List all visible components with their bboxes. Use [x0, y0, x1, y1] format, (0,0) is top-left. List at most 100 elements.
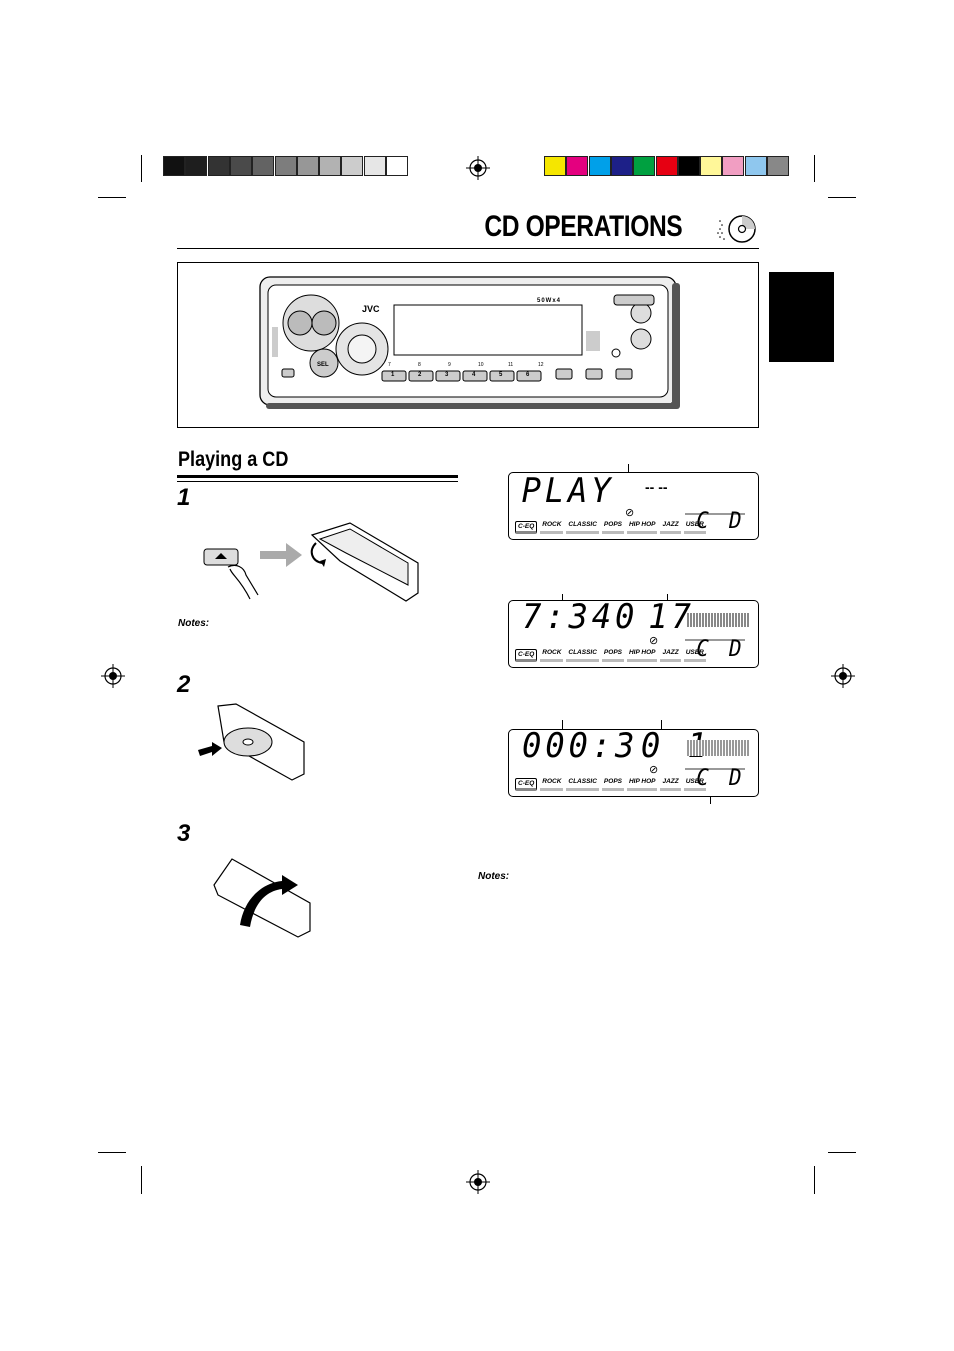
- gray-swatch: [296, 156, 319, 176]
- preset-mark-label: 9: [448, 362, 451, 368]
- eq-label: USER: [683, 521, 706, 534]
- color-swatch: [566, 156, 589, 176]
- preset-button-label: 2: [418, 372, 422, 378]
- notes-label-right: Notes:: [478, 871, 510, 882]
- color-swatch: [655, 156, 678, 176]
- gray-swatch: [363, 156, 386, 176]
- gray-swatch: [341, 156, 364, 176]
- gray-swatch: [274, 156, 297, 176]
- eq-label: HIP HOP: [626, 521, 658, 534]
- eq-label: JAZZ: [660, 778, 681, 791]
- notes-label-left: Notes:: [178, 618, 210, 629]
- eq-label: POPS: [601, 521, 624, 534]
- lcd-source-text: C D: [696, 766, 746, 791]
- preset-mark-label: 8: [418, 362, 421, 368]
- lcd-source-text: C D: [696, 637, 746, 662]
- language-tab: [769, 272, 834, 362]
- preset-mark-label: 7: [388, 362, 391, 368]
- eq-label: C-EQ: [515, 521, 538, 534]
- step-number-1: 1: [177, 484, 191, 511]
- eq-label: C-EQ: [515, 778, 538, 791]
- lcd-main-text: 7:340: [522, 597, 639, 637]
- eq-label: CLASSIC: [566, 649, 599, 662]
- preset-button-label: 1: [391, 372, 395, 378]
- eq-label: HIP HOP: [626, 778, 658, 791]
- eq-label: POPS: [601, 778, 624, 791]
- step-number-3: 3: [177, 820, 191, 847]
- eject-button-illustration: [203, 522, 419, 602]
- callout-line-3a: [562, 720, 563, 734]
- eq-label: CLASSIC: [566, 521, 599, 534]
- eq-label: JAZZ: [660, 649, 681, 662]
- eq-label: C-EQ: [515, 649, 538, 662]
- eq-label: CLASSIC: [566, 778, 599, 791]
- callout-line-3b: [661, 720, 662, 734]
- gray-swatch: [163, 156, 185, 176]
- disc-indicator-icon: ⊘: [649, 764, 659, 776]
- eq-label: ROCK: [540, 649, 564, 662]
- level-meter: [687, 740, 749, 756]
- eq-label: HIP HOP: [626, 649, 658, 662]
- color-swatch: [544, 156, 566, 176]
- registration-target-right: [831, 664, 855, 688]
- page-title: CD OPERATIONS: [484, 210, 682, 243]
- color-swatch: [722, 156, 745, 176]
- radio-power-label: 50Wx4: [537, 298, 562, 304]
- cd-disc-icon: [717, 215, 756, 243]
- color-swatch: [700, 156, 723, 176]
- color-swatch: [610, 156, 633, 176]
- preset-button-label: 4: [472, 372, 476, 378]
- registration-target-top: [466, 156, 490, 180]
- preset-button-label: 3: [445, 372, 449, 378]
- section-rule-thin: [177, 481, 458, 482]
- callout-line-3c: [710, 790, 711, 804]
- lcd-main-text: PLAY: [521, 471, 615, 511]
- step-number-2: 2: [177, 671, 191, 698]
- close-panel-illustration: [213, 858, 311, 938]
- color-swatch: [677, 156, 700, 176]
- color-swatch: [744, 156, 767, 176]
- level-meter: [687, 613, 749, 627]
- gray-swatch: [386, 156, 408, 176]
- eq-label: JAZZ: [660, 521, 681, 534]
- section-rule-thick: [177, 475, 458, 478]
- lcd-source-text: C D: [696, 509, 746, 534]
- eq-label: USER: [683, 649, 706, 662]
- header-rule: [177, 248, 759, 249]
- eq-label: USER: [683, 778, 706, 791]
- svg-text:SEL: SEL: [317, 362, 329, 368]
- radio-illustration-frame: [177, 262, 759, 428]
- color-swatch: [767, 156, 789, 176]
- disc-indicator-icon: ⊘: [625, 507, 635, 519]
- preset-button-label: 5: [499, 372, 503, 378]
- gray-swatch: [229, 156, 252, 176]
- registration-target-bottom: [466, 1170, 490, 1194]
- radio-front-panel: SEL: [259, 276, 680, 409]
- preset-button-label: 6: [526, 372, 530, 378]
- color-swatch: [633, 156, 656, 176]
- gray-swatch: [252, 156, 275, 176]
- disc-indicator-icon: ⊘: [649, 635, 659, 647]
- lcd-main-text: 000:3: [522, 726, 639, 766]
- radio-brand-label: JVC: [362, 304, 380, 314]
- eq-label: ROCK: [540, 778, 564, 791]
- insert-disc-illustration: [198, 703, 305, 781]
- lcd-side-text: 17: [648, 597, 695, 637]
- gray-swatch: [319, 156, 342, 176]
- preset-mark-label: 10: [478, 362, 484, 368]
- gray-swatch: [185, 156, 208, 176]
- registration-target-left: [101, 664, 125, 688]
- color-swatch: [588, 156, 611, 176]
- eq-label: POPS: [601, 649, 624, 662]
- eq-label: ROCK: [540, 521, 564, 534]
- lcd-side-text: -- --: [645, 479, 668, 495]
- preset-mark-label: 12: [538, 362, 544, 368]
- preset-mark-label: 11: [508, 362, 514, 368]
- section-title: Playing a CD: [178, 448, 289, 471]
